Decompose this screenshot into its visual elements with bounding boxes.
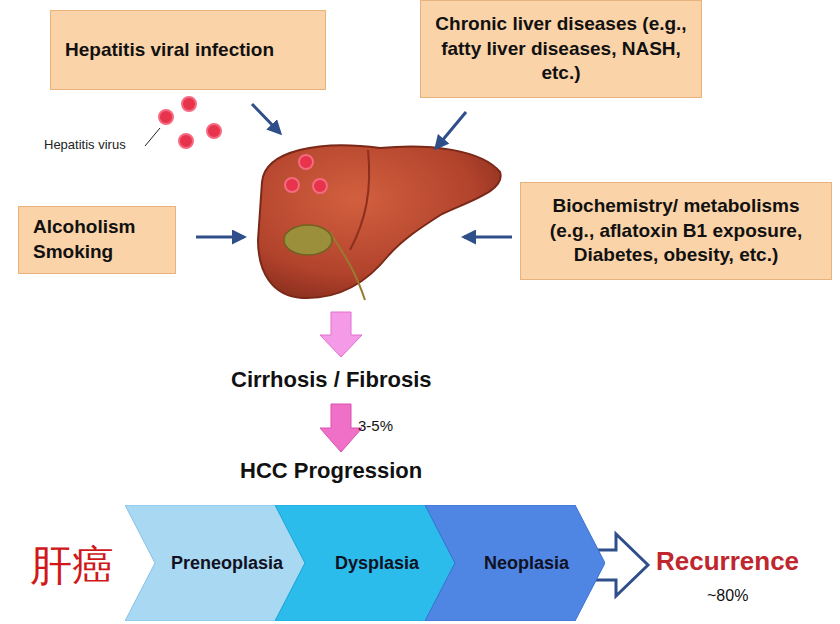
diagram-label: HCC Progression xyxy=(240,458,422,484)
diagram-label: Cirrhosis / Fibrosis xyxy=(231,367,432,393)
progression-arrow xyxy=(320,404,362,452)
diagram-label: Recurrence xyxy=(656,546,799,577)
cause-box: Hepatitis viral infection xyxy=(50,10,326,90)
cause-box: Biochemistry/ metabolisms (e.g., aflatox… xyxy=(520,182,832,280)
stage-chevron: Preneoplasia xyxy=(125,505,305,621)
leader-line xyxy=(145,128,160,146)
diagram-label: 肝癌 xyxy=(30,538,114,594)
chevron-outline xyxy=(425,505,605,621)
stage-chevron: Dysplasia xyxy=(275,505,455,621)
diagram-label: ~80% xyxy=(707,587,748,605)
chevron-text: Neoplasia xyxy=(484,553,569,574)
chevron-text: Preneoplasia xyxy=(171,553,283,574)
box-text: Hepatitis viral infection xyxy=(65,38,274,63)
box-text: Alcoholism Smoking xyxy=(33,215,161,264)
bile-duct xyxy=(330,232,365,300)
gallbladder xyxy=(284,225,332,255)
liver-lobe-line xyxy=(350,150,369,250)
diagram-label: 3-5% xyxy=(358,417,393,434)
progression-arrow xyxy=(320,312,362,357)
chevron-text: Dysplasia xyxy=(335,553,419,574)
cause-box: Alcoholism Smoking xyxy=(18,206,176,274)
cause-arrows xyxy=(196,104,512,237)
box-text: Chronic liver diseases (e.g., fatty live… xyxy=(435,12,687,86)
cause-box: Chronic liver diseases (e.g., fatty live… xyxy=(420,0,702,98)
box-text: Biochemistry/ metabolisms (e.g., aflatox… xyxy=(535,194,817,268)
diagram-label: Hepatitis virus xyxy=(44,137,126,152)
stage-chevron: Neoplasia xyxy=(425,505,605,621)
chevron-outline xyxy=(275,505,455,621)
virus-particles xyxy=(159,97,327,193)
liver-illustration xyxy=(258,145,501,298)
chevron-outline xyxy=(125,505,305,621)
